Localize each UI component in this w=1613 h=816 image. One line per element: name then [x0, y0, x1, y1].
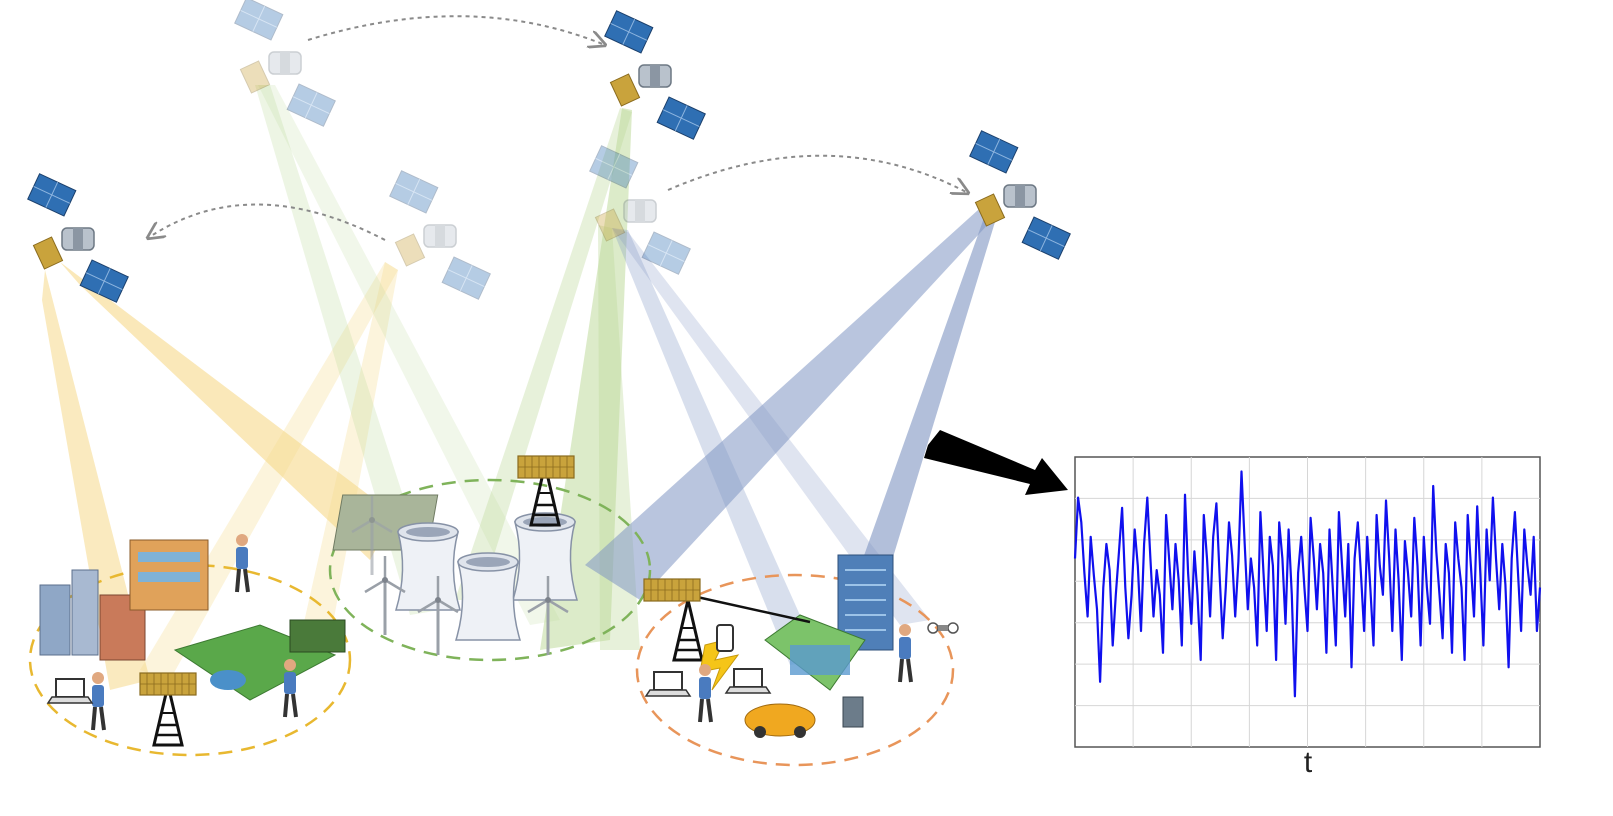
truck-icon: [289, 619, 346, 653]
satellite-icon: [580, 9, 730, 141]
orbit-arrow: [307, 15, 605, 45]
laptop-icon: [645, 671, 691, 697]
cooling-tower-icon: [455, 552, 521, 641]
building-icon: [39, 584, 71, 656]
beam-blue: [585, 210, 992, 600]
beam-yellow: [300, 262, 398, 640]
beam-layer: [42, 85, 995, 690]
orbit-arrow: [148, 203, 386, 241]
orbit-paths: [148, 15, 968, 241]
satellite-icon: [3, 172, 153, 304]
urban-zone-scene: [39, 532, 346, 747]
kiosk: [842, 696, 864, 728]
building-icon: [138, 552, 200, 562]
beam-yellow: [60, 262, 395, 560]
office-floor: [790, 645, 850, 675]
beam-yellow: [42, 270, 150, 690]
signal-chart: t: [1073, 456, 1542, 779]
person-icon: [282, 657, 298, 719]
beam-green: [255, 85, 440, 615]
car-icon: [744, 703, 816, 738]
person-icon: [697, 662, 713, 724]
orbit-arrow: [667, 154, 968, 193]
person-icon: [234, 532, 250, 594]
cell-tower-icon: [672, 598, 704, 662]
arrow-to-chart: [924, 430, 1068, 495]
cooling-tower-icon: [395, 522, 461, 611]
industrial-zone-scene: [332, 455, 578, 657]
zone-industrial: [328, 478, 652, 662]
beam-blue: [850, 215, 995, 600]
laptop-icon: [47, 678, 93, 704]
office-zone-scene: [643, 554, 959, 738]
phone-icon: [716, 624, 734, 652]
person-icon: [897, 622, 913, 684]
signal-series-line: [1073, 470, 1542, 698]
antenna-array-icon: [643, 578, 701, 602]
antenna-array-icon: [139, 672, 197, 696]
beam-green: [455, 108, 632, 600]
tower-link: [687, 593, 811, 624]
person-icon: [90, 670, 106, 732]
zone-office: [635, 573, 955, 767]
pond: [210, 670, 246, 690]
antenna-array-icon: [517, 455, 575, 479]
laptop-icon: [725, 668, 771, 694]
drone-icon: [927, 622, 959, 634]
x-axis-label: t: [1304, 746, 1313, 779]
beam-blue: [612, 228, 820, 665]
building-icon: [138, 572, 200, 582]
building-icon: [71, 569, 99, 656]
beam-green: [258, 85, 560, 625]
